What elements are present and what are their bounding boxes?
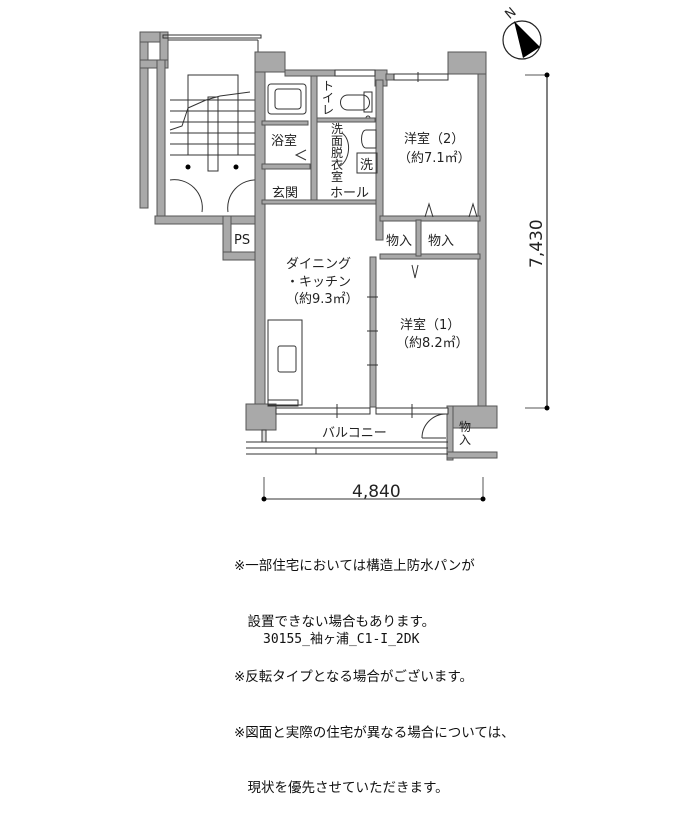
washroom-label: 洗 面 脱 衣 室 [331, 122, 347, 184]
svg-text:PS: PS [234, 233, 250, 248]
svg-text:洗: 洗 [360, 158, 373, 173]
toilet-label: ト イ レ [322, 79, 338, 117]
svg-text:洋室（2）: 洋室（2） [404, 131, 464, 147]
washbasin-icon [361, 129, 377, 149]
svg-text:（約8.2㎡）: （約8.2㎡） [396, 336, 469, 351]
plan-code: 30155_袖ヶ浦_C1-I_2DK [263, 632, 420, 647]
svg-text:ホール: ホール [330, 186, 369, 201]
svg-text:N: N [502, 5, 519, 23]
svg-text:ダイニング: ダイニング [286, 257, 351, 272]
dimension-width: 4,840 [261, 477, 486, 502]
svg-text:・キッチン: ・キッチン [286, 275, 351, 290]
balcony-closet-label: 物 入 [459, 420, 475, 447]
svg-text:浴室: 浴室 [271, 133, 297, 149]
sliding-door [367, 296, 378, 366]
stairwell [139, 31, 262, 225]
bathtub-icon [267, 83, 307, 115]
note-line: ※反転タイプとなる場合がございます。 [234, 669, 474, 685]
balcony [246, 413, 448, 455]
svg-text:4,840: 4,840 [352, 482, 401, 502]
unit-walls [245, 51, 498, 461]
svg-text:洋室（1）: 洋室（1） [400, 317, 460, 333]
svg-text:（約9.3㎡）: （約9.3㎡） [286, 292, 359, 307]
svg-text:物入: 物入 [428, 234, 454, 249]
svg-text:7,430: 7,430 [527, 219, 547, 268]
note-line: ※図面と実際の住宅が異なる場合については、 [234, 724, 515, 741]
toilet-icon [340, 91, 373, 121]
dimension-depth: 7,430 [525, 72, 550, 411]
north-compass-icon: N [502, 5, 542, 60]
note-line: ※一部住宅においては構造上防水パンが [234, 558, 475, 574]
note-line: 現状を優先させていただきます。 [234, 780, 449, 796]
svg-text:玄関: 玄関 [272, 186, 298, 201]
note-line: 設置できない場合もあります。 [234, 613, 436, 630]
svg-text:（約7.1㎡）: （約7.1㎡） [398, 151, 471, 166]
windows [275, 69, 449, 418]
floor-plan: N PS [139, 5, 550, 502]
kitchen-counter-icon [267, 319, 303, 407]
washer-box [356, 152, 378, 174]
bath-door-icon [294, 149, 307, 161]
svg-text:物入: 物入 [386, 234, 412, 249]
svg-text:バルコニー: バルコニー [322, 426, 387, 441]
notes: ※一部住宅においては構造上防水パンが 設置できない場合もあります。 ※反転タイプ… [234, 520, 515, 816]
